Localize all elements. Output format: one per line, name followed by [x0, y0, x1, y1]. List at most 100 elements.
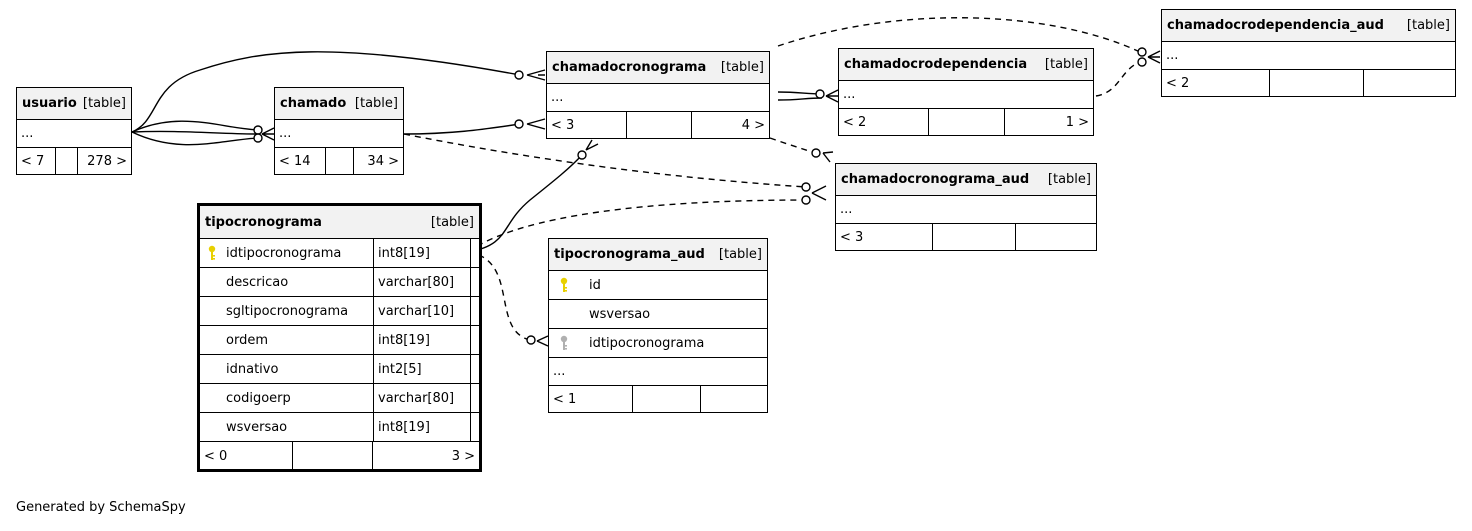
ellipsis-row: ...: [1162, 42, 1455, 70]
table-header: chamado [table]: [275, 88, 403, 120]
rows-count: [928, 109, 1004, 135]
column-type: int8[19]: [373, 239, 470, 267]
edge-endpoint-circle: [253, 133, 263, 143]
table-chamadocrodependencia[interactable]: chamadocrodependencia [table] ... < 2 1 …: [838, 48, 1094, 136]
rows-count: [292, 442, 372, 470]
ellipsis-row: ...: [839, 81, 1093, 109]
edge-endpoint-circle: [815, 89, 825, 99]
column-name: descricao: [226, 274, 289, 290]
table-chamadocrodependencia-aud[interactable]: chamadocrodependencia_aud [table] ... < …: [1161, 9, 1456, 97]
edge-endpoint-circle: [577, 150, 587, 160]
edge-endpoint-circle: [811, 148, 821, 158]
crowfoot: [585, 139, 599, 151]
column-spacer: [470, 384, 479, 412]
children-count[interactable]: [1015, 224, 1096, 250]
table-header: chamadocronograma [table]: [547, 52, 769, 84]
edge-cc-cda: [777, 17, 1141, 53]
table-chamado[interactable]: chamado [table] ... < 14 34 >: [274, 87, 404, 175]
children-count[interactable]: 3 >: [372, 442, 479, 470]
column-name: ordem: [226, 332, 268, 348]
edge-usuario-chamado-3: [131, 131, 259, 146]
column-name: idnativo: [226, 361, 279, 377]
footer-row: < 2 1 >: [839, 109, 1093, 135]
children-count[interactable]: 34 >: [353, 148, 403, 174]
table-header: tipocronograma [table]: [200, 206, 479, 239]
edge-endpoint-circle: [1137, 57, 1147, 67]
column-row[interactable]: wsversao: [549, 300, 767, 329]
footer-row: < 0 3 >: [200, 442, 479, 470]
column-list: id wsversao idtipocronograma: [549, 271, 767, 358]
table-name: chamadocrodependencia_aud: [1167, 18, 1384, 33]
table-name: usuario: [22, 96, 77, 111]
rows-count: [1269, 70, 1363, 96]
edge-endpoint-circle: [514, 119, 524, 129]
table-name: chamado: [280, 96, 347, 111]
table-kind: [table]: [1047, 172, 1091, 187]
table-kind: [table]: [718, 247, 762, 262]
table-tipocronograma-aud[interactable]: tipocronograma_aud [table] id wsversao idt…: [548, 238, 768, 413]
edge-endpoint-circle: [801, 182, 811, 192]
column-row[interactable]: id: [549, 271, 767, 300]
table-chamadocronograma[interactable]: chamadocronograma [table] ... < 3 4 >: [546, 51, 770, 139]
column-name: idtipocronograma: [200, 239, 373, 267]
parents-count[interactable]: < 7: [21, 153, 45, 169]
parents-count[interactable]: < 14: [279, 153, 311, 169]
footer-row: < 7 278 >: [17, 148, 131, 174]
parents-count[interactable]: < 3: [551, 117, 575, 133]
table-usuario[interactable]: usuario [table] ... < 7 278 >: [16, 87, 132, 175]
parents-count[interactable]: < 2: [1166, 75, 1190, 91]
table-kind: [table]: [1044, 57, 1088, 72]
column-spacer: [470, 413, 479, 441]
crowfoot: [1147, 50, 1161, 64]
footer-row: < 2: [1162, 70, 1455, 96]
children-count[interactable]: 4 >: [691, 112, 769, 138]
table-header: chamadocronograma_aud [table]: [836, 164, 1096, 196]
column-type: varchar[80]: [373, 384, 470, 412]
edge-chamado-cca: [403, 133, 807, 188]
children-count[interactable]: 1 >: [1004, 109, 1093, 135]
edge-cc-cca: [769, 137, 816, 154]
table-chamadocronograma-aud[interactable]: chamadocronograma_aud [table] ... < 3: [835, 163, 1097, 251]
rows-count: [632, 386, 700, 412]
children-count[interactable]: [700, 386, 767, 412]
crowfoot: [536, 335, 549, 347]
children-count[interactable]: [1363, 70, 1455, 96]
edge-tc-tca: [467, 251, 531, 341]
column-spacer: [470, 239, 479, 267]
parents-count[interactable]: < 3: [840, 229, 864, 245]
parents-count[interactable]: < 1: [553, 391, 577, 407]
column-spacer: [470, 355, 479, 383]
ellipsis-row: ...: [547, 84, 769, 112]
ellipsis: ...: [1166, 48, 1179, 63]
parents-count[interactable]: < 0: [204, 448, 228, 464]
column-type: int8[19]: [373, 326, 470, 354]
table-name: tipocronograma: [205, 214, 322, 230]
edge-usuario-chamado-2: [131, 130, 259, 135]
table-header: tipocronograma_aud [table]: [549, 239, 767, 271]
column-row[interactable]: ordem int8[19]: [200, 326, 479, 355]
primary-key-icon: [208, 245, 216, 261]
ellipsis: ...: [21, 126, 34, 141]
rows-count: [932, 224, 1015, 250]
edge-endpoint-circle: [514, 70, 524, 80]
parents-count[interactable]: < 2: [843, 114, 867, 130]
children-count[interactable]: 278 >: [77, 148, 131, 174]
column-name: wsversao: [589, 306, 651, 322]
edge-endpoint-circle: [253, 125, 263, 135]
footer-row: < 14 34 >: [275, 148, 403, 174]
ellipsis-row: ...: [17, 120, 131, 148]
edge-endpoint-circle: [526, 335, 536, 345]
edge-cd-cda: [1095, 61, 1141, 97]
ellipsis-row: ...: [836, 196, 1096, 224]
ellipsis: ...: [843, 87, 856, 102]
column-type: int8[19]: [373, 413, 470, 441]
column-row[interactable]: idtipocronograma: [549, 329, 767, 358]
